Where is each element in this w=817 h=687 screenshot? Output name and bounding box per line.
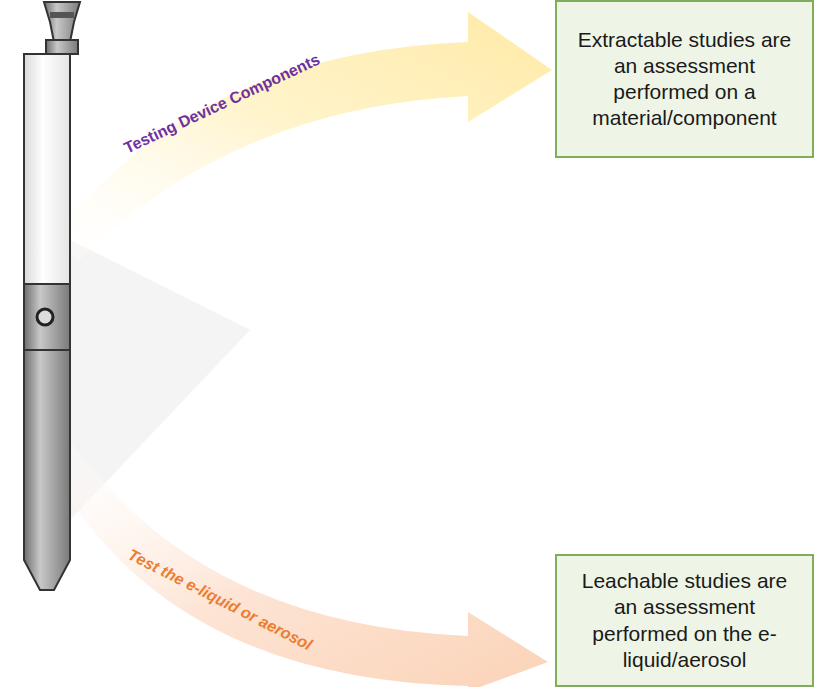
curved-arrow: [52, 440, 548, 687]
arrow-label: Test the e-liquid or aerosol: [125, 546, 315, 655]
text-box: Leachable studies are an assessment perf…: [555, 554, 814, 687]
box-text: Extractable studies are an assessment pe…: [569, 27, 800, 132]
curved-arrow: [58, 12, 552, 262]
box-text: Leachable studies are an assessment perf…: [569, 568, 800, 673]
e-cigarette: [24, 2, 80, 590]
text-box: Extractable studies are an assessment pe…: [555, 0, 814, 158]
